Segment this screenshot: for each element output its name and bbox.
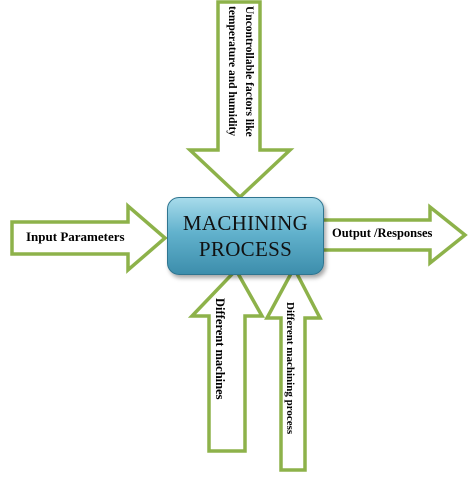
output-responses-label: Output /Responses [332,226,433,240]
input-parameters-label: Input Parameters [26,229,125,244]
bottom-right-arrow [264,264,323,472]
process-title-line2: PROCESS [198,237,293,261]
different-machines-label: Different machines [213,298,227,400]
top-arrow [185,0,295,200]
output-arrow [320,203,468,267]
process-title-line1: MACHINING [182,211,309,235]
different-machining-process-label: Different machining process [284,302,296,435]
input-arrow [10,202,168,274]
uncontrollable-factors-label: Uncontrollable factors like temperature … [226,6,255,137]
bottom-left-arrow [187,267,265,453]
machining-process-box: MACHINING PROCESS [167,197,324,275]
